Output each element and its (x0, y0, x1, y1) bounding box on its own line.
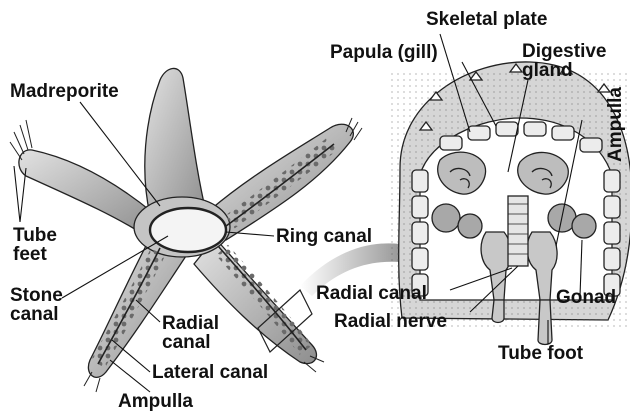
label-skeletal-plate: Skeletal plate (426, 10, 547, 29)
arm-top (145, 68, 206, 215)
label-madreporite: Madreporite (10, 82, 119, 101)
tube-foot (538, 300, 552, 345)
label-digestive-gland: Digestive gland (522, 42, 606, 80)
label-lateral-canal: Lateral canal (152, 363, 268, 382)
label-ampulla-right: Ampulla (605, 87, 627, 162)
label-ring-canal: Ring canal (276, 227, 372, 246)
label-gonad: Gonad (556, 288, 616, 307)
label-tube-feet: Tube feet (13, 226, 57, 264)
label-radial-canal-left: Radial canal (162, 314, 219, 352)
label-ampulla-bottom: Ampulla (118, 392, 193, 411)
label-stone-canal: Stone canal (10, 286, 63, 324)
label-papula: Papula (gill) (330, 43, 438, 62)
label-radial-canal-right: Radial canal (316, 284, 427, 303)
label-tube-foot: Tube foot (498, 344, 583, 363)
ring-canal (150, 208, 226, 252)
arm-left (19, 150, 152, 236)
label-radial-nerve: Radial nerve (334, 312, 447, 331)
